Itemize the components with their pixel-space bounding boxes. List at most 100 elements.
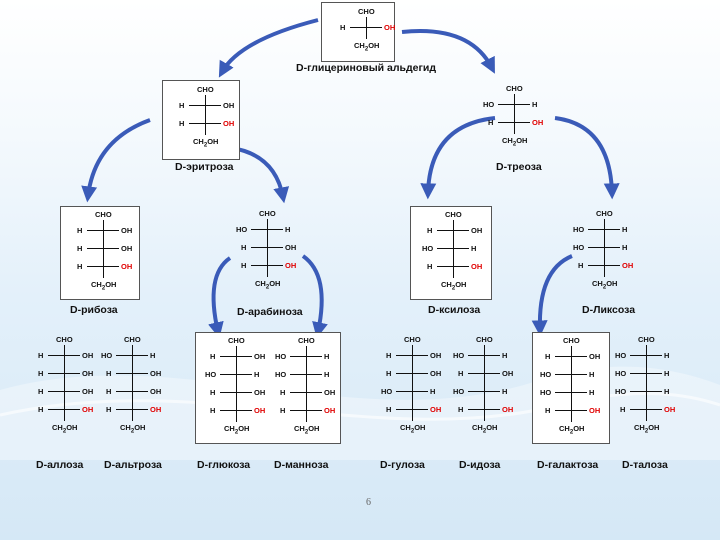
- fischer-left-substituent: H: [106, 405, 112, 414]
- fischer-left-substituent: HO: [236, 225, 248, 234]
- fischer-bond: [116, 391, 148, 392]
- fischer-bottom-group: CH2OH: [634, 423, 660, 435]
- fischer-backbone: [412, 345, 413, 421]
- fischer-backbone: [646, 345, 647, 421]
- fischer-bond: [630, 409, 662, 410]
- fischer-left-substituent: H: [280, 388, 286, 397]
- fischer-right-substituent: OH: [121, 226, 133, 235]
- fischer-left-substituent: H: [427, 262, 433, 271]
- fischer-top-group: CHO: [404, 335, 421, 344]
- fischer-bottom-group: CH2OH: [120, 423, 146, 435]
- fischer-left-substituent: HO: [205, 370, 217, 379]
- fischer-bottom-group: CH2OH: [91, 280, 117, 292]
- arrow-lyxose-galactose: [531, 254, 573, 337]
- fischer-top-group: CHO: [124, 335, 141, 344]
- fischer-right-substituent: OH: [82, 351, 94, 360]
- fischer-left-substituent: H: [179, 101, 185, 110]
- fischer-left-substituent: HO: [615, 351, 627, 360]
- fischer-right-substituent: OH: [223, 119, 235, 128]
- fischer-left-substituent: H: [488, 118, 494, 127]
- fischer-right-substituent: OH: [150, 387, 162, 396]
- fischer-left-substituent: H: [386, 405, 392, 414]
- fischer-bond: [251, 247, 283, 248]
- fischer-right-substituent: OH: [430, 369, 442, 378]
- fischer-right-substituent: H: [471, 244, 477, 253]
- fischer-bond: [48, 409, 80, 410]
- label-idose: D-идоза: [459, 459, 501, 471]
- fischer-right-substituent: OH: [664, 405, 676, 414]
- fischer-left-substituent: H: [427, 226, 433, 235]
- fischer-backbone: [205, 95, 206, 135]
- fischer-bond: [350, 27, 382, 28]
- fischer-bond: [220, 374, 252, 375]
- fischer-bottom-group: CH2OH: [441, 280, 467, 292]
- fischer-bond: [116, 409, 148, 410]
- fischer-left-substituent: H: [578, 261, 584, 270]
- fischer-backbone: [132, 345, 133, 421]
- fischer-right-substituent: OH: [82, 405, 94, 414]
- fischer-left-substituent: H: [38, 351, 44, 360]
- fischer-bond: [116, 355, 148, 356]
- fischer-left-substituent: H: [545, 352, 551, 361]
- fischer-left-substituent: H: [210, 352, 216, 361]
- fischer-right-substituent: OH: [622, 261, 634, 270]
- fischer-right-substituent: OH: [82, 387, 94, 396]
- fischer-bond: [555, 356, 587, 357]
- fischer-bond: [220, 356, 252, 357]
- fischer-bond: [437, 230, 469, 231]
- label-gulose: D-гулоза: [380, 459, 425, 471]
- fischer-bond: [87, 266, 119, 267]
- label-lyxose: D-Ликсоза: [582, 304, 636, 316]
- label-threose: D-треоза: [496, 161, 542, 173]
- fischer-right-substituent: OH: [254, 352, 266, 361]
- fischer-left-substituent: H: [210, 406, 216, 415]
- fischer-top-group: CHO: [56, 335, 73, 344]
- fischer-right-substituent: OH: [223, 101, 235, 110]
- fischer-bond: [468, 373, 500, 374]
- fischer-bond: [87, 230, 119, 231]
- fischer-bottom-group: CH2OH: [294, 424, 320, 436]
- fischer-top-group: CHO: [95, 210, 112, 219]
- fischer-left-substituent: H: [77, 226, 83, 235]
- fischer-right-substituent: H: [502, 387, 508, 396]
- fischer-bond: [116, 373, 148, 374]
- fischer-left-substituent: H: [280, 406, 286, 415]
- fischer-backbone: [306, 346, 307, 422]
- arrow-threose-xylose: [420, 116, 496, 200]
- fischer-bond: [630, 373, 662, 374]
- fischer-bond: [290, 410, 322, 411]
- fischer-left-substituent: HO: [573, 225, 585, 234]
- fischer-left-substituent: HO: [381, 387, 393, 396]
- fischer-left-substituent: H: [38, 405, 44, 414]
- fischer-bond: [437, 248, 469, 249]
- fischer-left-substituent: HO: [540, 388, 552, 397]
- fischer-bottom-group: CH2OH: [472, 423, 498, 435]
- fischer-right-substituent: OH: [324, 388, 336, 397]
- fischer-bond: [588, 265, 620, 266]
- fischer-top-group: CHO: [259, 209, 276, 218]
- fischer-left-substituent: H: [38, 387, 44, 396]
- fischer-left-substituent: H: [210, 388, 216, 397]
- fischer-bond: [555, 392, 587, 393]
- fischer-left-substituent: H: [106, 369, 112, 378]
- label-arabinose: D-арабиноза: [237, 306, 303, 318]
- fischer-left-substituent: H: [38, 369, 44, 378]
- fischer-top-group: CHO: [197, 85, 214, 94]
- fischer-bond: [87, 248, 119, 249]
- fischer-right-substituent: OH: [150, 405, 162, 414]
- fischer-left-substituent: H: [106, 387, 112, 396]
- fischer-right-substituent: OH: [121, 262, 133, 271]
- fischer-right-substituent: H: [532, 100, 538, 109]
- fischer-left-substituent: HO: [275, 370, 287, 379]
- fischer-right-substituent: H: [324, 352, 330, 361]
- fischer-right-substituent: OH: [324, 406, 336, 415]
- fischer-bond: [396, 355, 428, 356]
- fischer-backbone: [64, 345, 65, 421]
- fischer-left-substituent: H: [545, 406, 551, 415]
- fischer-top-group: CHO: [638, 335, 655, 344]
- fischer-right-substituent: OH: [502, 405, 514, 414]
- fischer-right-substituent: H: [589, 388, 595, 397]
- fischer-bond: [555, 374, 587, 375]
- fischer-right-substituent: OH: [121, 244, 133, 253]
